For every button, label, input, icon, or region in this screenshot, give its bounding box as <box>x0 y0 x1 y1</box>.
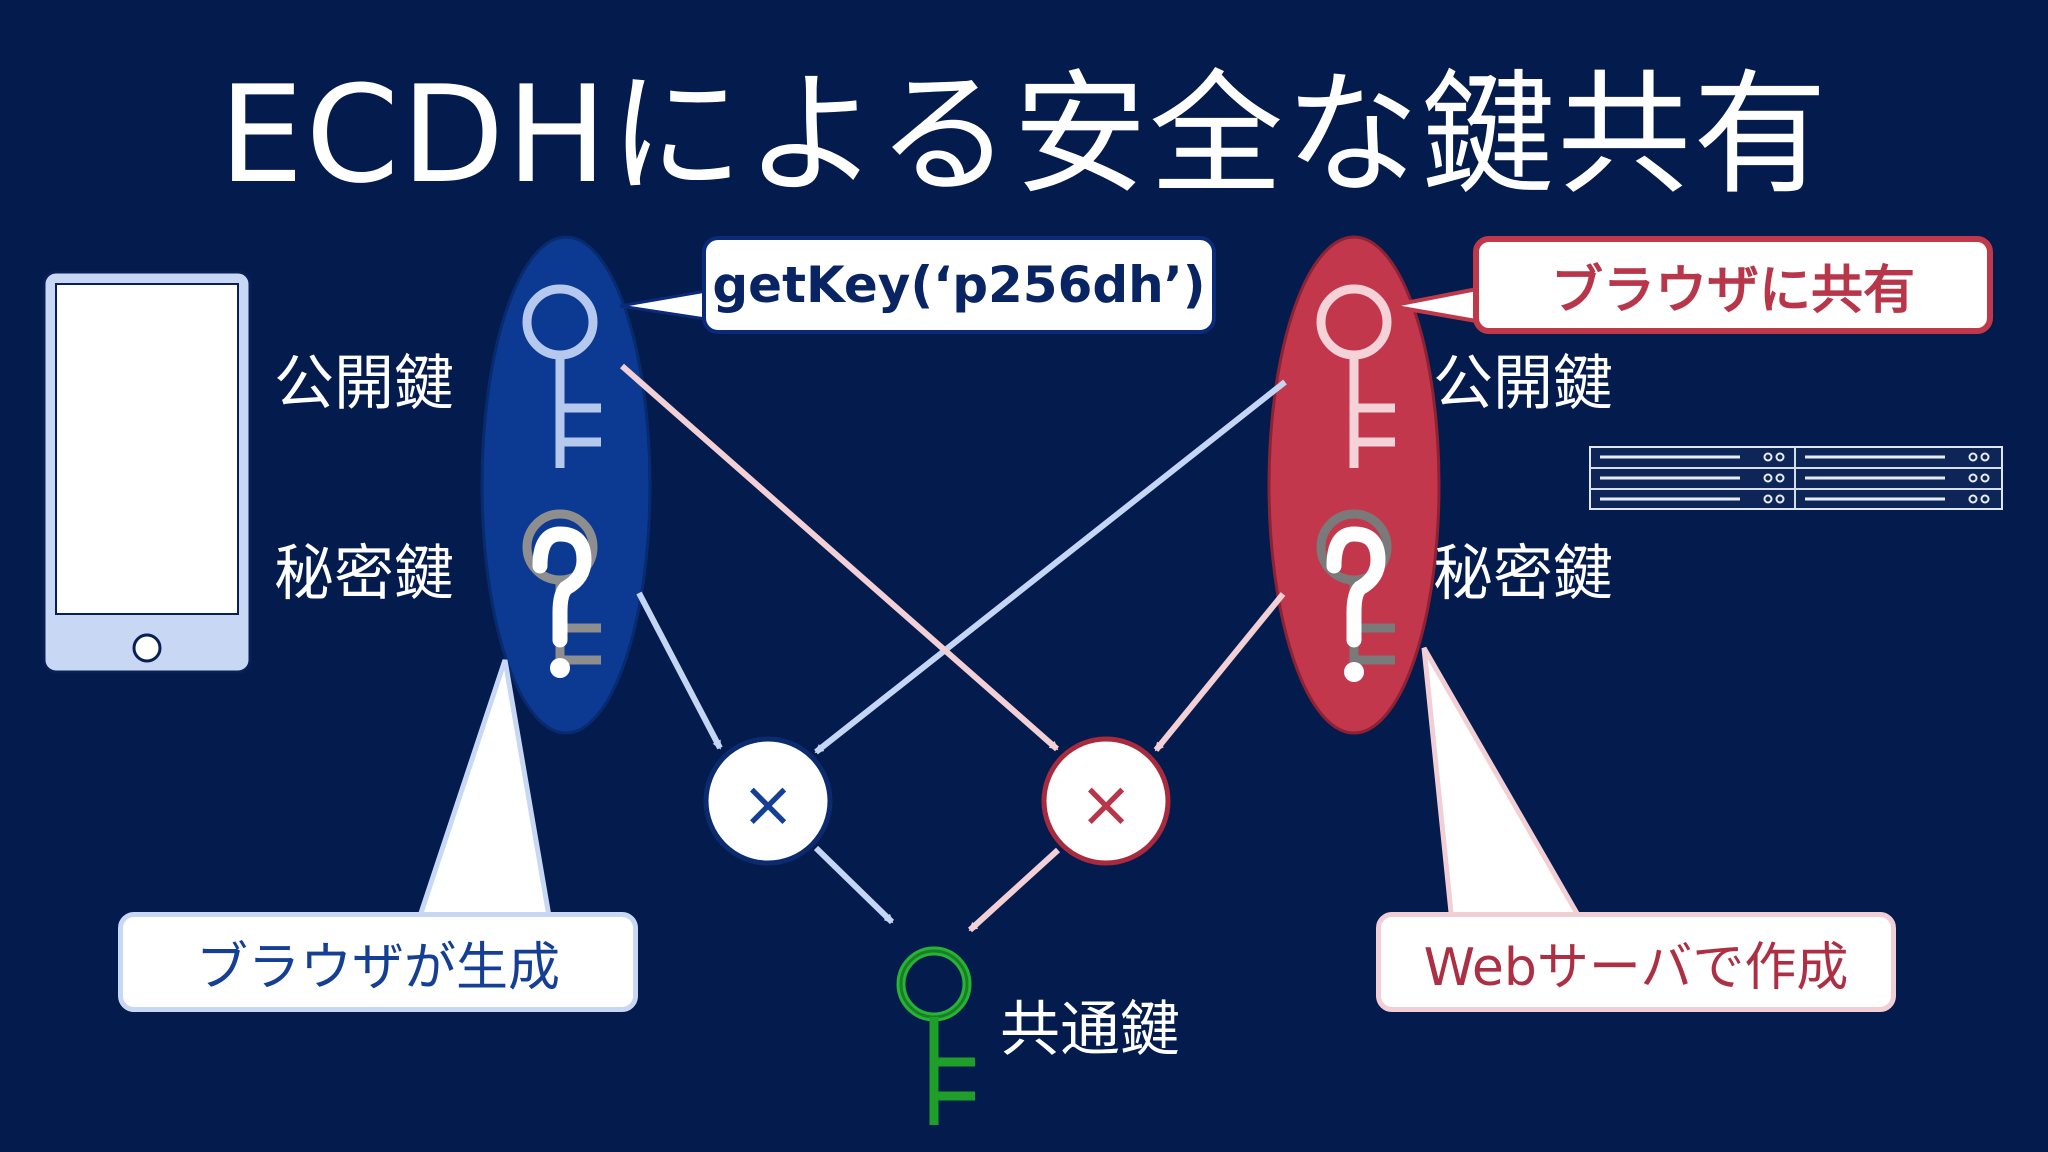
smartphone-icon <box>42 270 252 674</box>
browser-key-pair-group <box>480 235 652 735</box>
slide-title: ECDHによる安全な鍵共有 <box>218 57 1830 213</box>
shared-key-icon <box>896 946 975 1125</box>
server-origin-callout: Webサーバで作成 <box>1376 912 1896 1012</box>
browser-public-key-icon <box>522 284 601 468</box>
code-callout: getKey(‘p256dh’) <box>702 236 1216 334</box>
multiply-symbol: × <box>1079 768 1133 842</box>
server-callout-pointer <box>1421 646 1587 925</box>
arrow-server-public-to-left-op <box>814 379 1287 755</box>
browser-private-key-label: 秘密鍵 <box>274 539 454 609</box>
arrow-left-op-to-shared-key <box>813 845 895 925</box>
arrow-right-op-to-shared-key <box>967 847 1061 933</box>
browser-origin-callout: ブラウザが生成 <box>118 912 638 1012</box>
unknown-key-icon <box>532 526 592 678</box>
arrows <box>620 363 1287 933</box>
share-callout: ブラウザに共有 <box>1473 236 1993 334</box>
arrow-browser-private-to-left-op <box>636 591 723 750</box>
multiply-symbol: × <box>741 768 795 842</box>
browser-public-key-label: 公開鍵 <box>274 349 454 419</box>
multiply-operation-right: × <box>1041 736 1171 866</box>
unknown-key-icon <box>1326 526 1386 682</box>
multiply-operation-left: × <box>703 736 833 866</box>
arrow-browser-public-to-right-op <box>620 363 1059 752</box>
server-public-key-icon <box>1316 284 1395 468</box>
server-key-pair-group <box>1267 235 1441 735</box>
server-rack-icon <box>1589 446 2003 510</box>
shared-key-label: 共通鍵 <box>1000 995 1180 1065</box>
server-public-key-label: 公開鍵 <box>1433 349 1613 419</box>
arrow-server-private-to-right-op <box>1153 592 1286 752</box>
server-private-key-label: 秘密鍵 <box>1433 539 1613 609</box>
code-callout-pointer <box>619 288 714 322</box>
